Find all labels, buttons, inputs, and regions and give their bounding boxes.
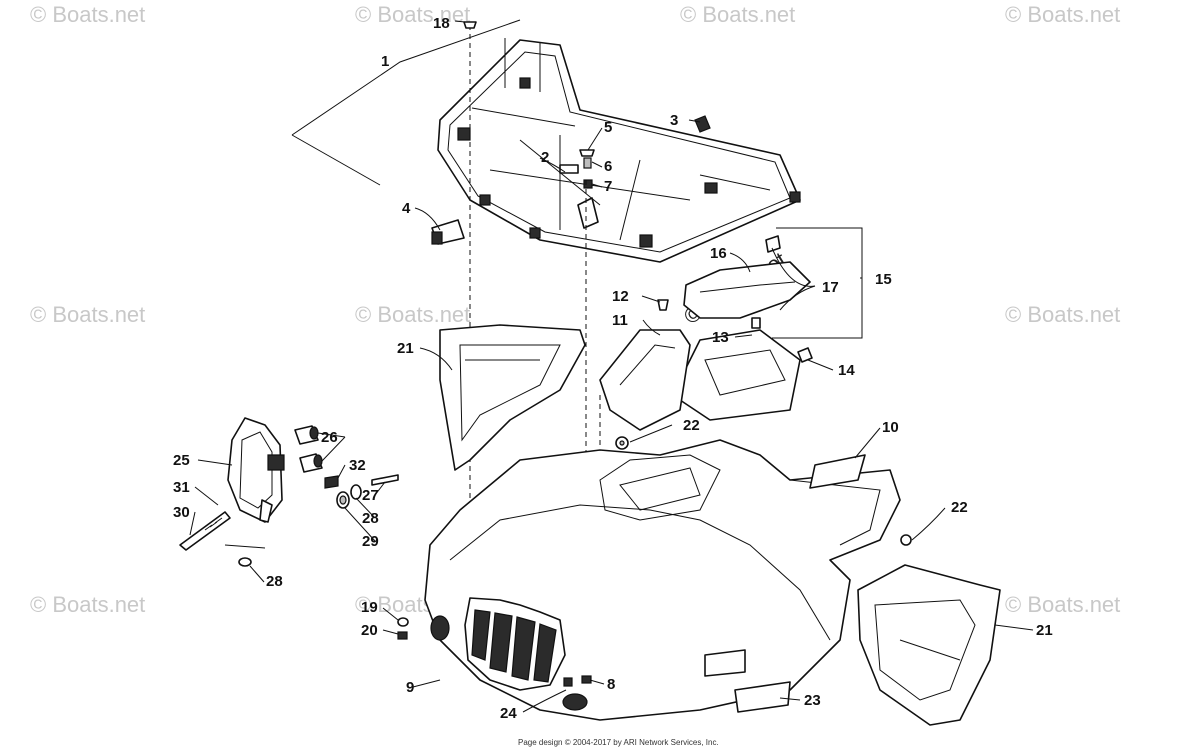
callout-30[interactable]: 30: [173, 504, 190, 521]
latch: [765, 235, 781, 253]
callouts: 18 1 3 5 2 6 7 4 16 15 17 12 11 13 21 14…: [173, 15, 1053, 722]
watermark: © Boats.net: [30, 2, 145, 27]
nut: [324, 475, 339, 489]
grille: [464, 597, 566, 691]
watermark: © Boats.net: [355, 302, 470, 327]
callout-15[interactable]: 15: [875, 271, 892, 288]
callout-28[interactable]: 28: [266, 573, 283, 590]
callout-3[interactable]: 3: [670, 112, 678, 129]
watermark: © Boats.net: [30, 302, 145, 327]
decal: [734, 681, 791, 713]
callout-8[interactable]: 8: [607, 676, 615, 693]
callout-22[interactable]: 22: [951, 499, 968, 516]
callout-10[interactable]: 10: [882, 419, 899, 436]
callout-19[interactable]: 19: [361, 599, 378, 616]
callout-16[interactable]: 16: [710, 245, 727, 262]
watermark: © Boats.net: [30, 592, 145, 617]
nut: [397, 631, 408, 640]
fastener: [751, 317, 761, 329]
leader-line: [291, 134, 381, 186]
callout-11[interactable]: 11: [612, 312, 628, 329]
washer: [238, 557, 252, 567]
callout-21[interactable]: 21: [1036, 622, 1053, 639]
rack: [437, 38, 801, 263]
watermark: © Boats.net: [1005, 592, 1120, 617]
callout-4[interactable]: 4: [402, 200, 411, 217]
leader-line: [291, 19, 521, 136]
light-left: [430, 615, 450, 641]
leader-line: [224, 544, 266, 549]
watermark: © Boats.net: [680, 2, 795, 27]
watermark: © Boats.net: [1005, 302, 1120, 327]
footer-credit: Page design © 2004-2017 by ARI Network S…: [518, 738, 719, 747]
callout-9[interactable]: 9: [406, 679, 414, 696]
bumper: [694, 115, 711, 133]
callout-29[interactable]: 29: [362, 533, 379, 550]
watermark: © Boats.net: [1005, 2, 1120, 27]
access-panel: [599, 329, 691, 431]
washer: [900, 534, 912, 546]
callout-2[interactable]: 2: [541, 149, 549, 166]
callout-6[interactable]: 6: [604, 158, 612, 175]
bolt: [371, 474, 399, 486]
callout-25[interactable]: 25: [173, 452, 190, 469]
callout-20[interactable]: 20: [361, 622, 378, 639]
spacer: [583, 157, 592, 169]
callout-14[interactable]: 14: [838, 362, 855, 379]
callout-21[interactable]: 21: [397, 340, 414, 357]
callout-18[interactable]: 18: [433, 15, 450, 32]
callout-27[interactable]: 27: [362, 487, 379, 504]
callout-23[interactable]: 23: [804, 692, 821, 709]
callout-32[interactable]: 32: [349, 457, 366, 474]
callout-28[interactable]: 28: [362, 510, 379, 527]
callout-12[interactable]: 12: [612, 288, 629, 305]
nut: [583, 179, 593, 189]
bolt: [579, 149, 595, 157]
light-right: [562, 693, 588, 711]
side-panel-left: [439, 324, 586, 471]
nut: [581, 675, 592, 684]
headlight-assembly: [227, 417, 285, 523]
screw: [657, 299, 669, 311]
washer: [397, 617, 409, 627]
trim-piece: [809, 454, 866, 489]
screw: [797, 347, 813, 363]
callout-17[interactable]: 17: [822, 279, 839, 296]
callout-31[interactable]: 31: [173, 479, 190, 496]
callout-24[interactable]: 24: [500, 705, 517, 722]
watermark: © Boats.net: [355, 2, 470, 27]
storage-tray: [679, 329, 801, 421]
storage-lid: [683, 261, 811, 319]
side-panel-right: [857, 564, 1001, 726]
callout-13[interactable]: 13: [712, 329, 729, 346]
decal-outline: [704, 649, 746, 677]
callout-1[interactable]: 1: [381, 53, 389, 70]
washer: [350, 484, 362, 500]
callout-22[interactable]: 22: [683, 417, 700, 434]
callout-7[interactable]: 7: [604, 178, 612, 195]
assembly-bracket: [772, 227, 863, 339]
callout-26[interactable]: 26: [321, 429, 338, 446]
bolt: [463, 21, 477, 29]
leader-lines: [189, 20, 1034, 713]
screw: [563, 677, 573, 687]
callout-5[interactable]: 5: [604, 119, 612, 136]
